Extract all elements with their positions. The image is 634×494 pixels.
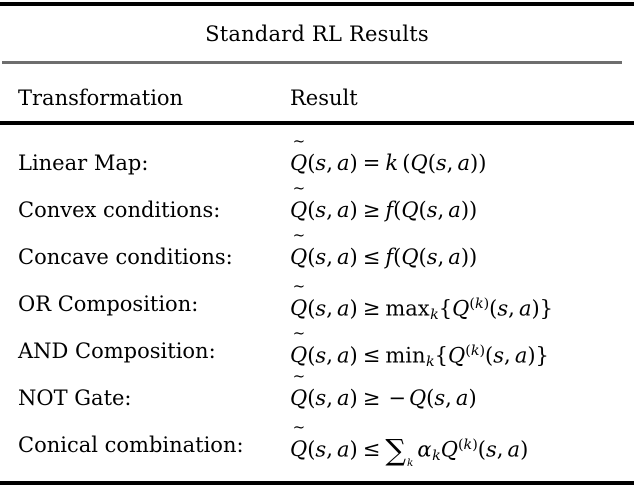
row-formula-linear-map: ~Q(s, a)=k (Q(s, a)) — [290, 132, 487, 176]
table-body-rule — [0, 121, 634, 125]
row-formula-and-composition: ~Q(s, a)≤mink{Q(k)(s, a)} — [290, 324, 549, 371]
row-label-not-gate: NOT Gate: — [18, 386, 132, 410]
table-row: OR Composition: ~Q(s, a)≥maxk{Q(k)(s, a)… — [0, 277, 634, 336]
column-header-transformation: Transformation — [18, 86, 184, 110]
table-header-rule — [2, 61, 622, 64]
row-formula-conical-combination: ~Q(s, a)≤∑kαkQ(k)(s, a) — [290, 418, 529, 469]
column-header-result: Result — [290, 86, 358, 110]
row-label-and-composition: AND Composition: — [18, 339, 216, 363]
row-label-or-composition: OR Composition: — [18, 292, 199, 316]
row-formula-concave-conditions: ~Q(s, a)≤f(Q(s, a)) — [290, 226, 478, 270]
row-formula-not-gate: ~Q(s, a)≥−Q(s, a) — [290, 367, 477, 411]
row-label-conical-combination: Conical combination: — [18, 433, 244, 457]
row-formula-or-composition: ~Q(s, a)≥maxk{Q(k)(s, a)} — [290, 277, 554, 324]
table-row: Convex conditions: ~Q(s, a)≥f(Q(s, a)) — [0, 179, 634, 242]
table-row: Conical combination: ~Q(s, a)≤∑kαkQ(k)(s… — [0, 418, 634, 477]
table-top-rule — [0, 2, 634, 6]
table-row: Linear Map: ~Q(s, a)=k (Q(s, a)) — [0, 132, 634, 195]
table-row: NOT Gate: ~Q(s, a)≥−Q(s, a) — [0, 367, 634, 430]
table-row: AND Composition: ~Q(s, a)≤mink{Q(k)(s, a… — [0, 324, 634, 383]
row-label-concave-conditions: Concave conditions: — [18, 245, 233, 269]
table-bottom-rule — [0, 481, 634, 485]
row-formula-convex-conditions: ~Q(s, a)≥f(Q(s, a)) — [290, 179, 478, 223]
table-caption: Standard RL Results — [205, 22, 429, 46]
row-label-linear-map: Linear Map: — [18, 151, 149, 175]
row-label-convex-conditions: Convex conditions: — [18, 198, 221, 222]
table-row: Concave conditions: ~Q(s, a)≤f(Q(s, a)) — [0, 226, 634, 289]
